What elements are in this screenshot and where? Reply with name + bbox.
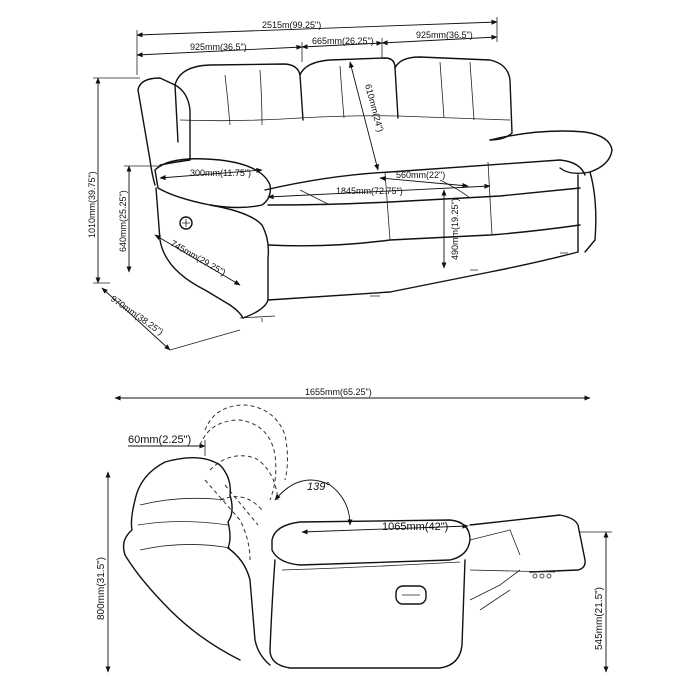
reclined-seat-label: 1065mm(42") [382,521,448,533]
recline-angle-label: 139° [307,481,330,493]
right-section-label: 925mm(36.5") [416,30,473,40]
middle-section-label: 665mm(26.25") [312,36,374,46]
seat-width-label: 1845mm(72.75") [336,186,403,196]
seat-depth-label: 560mm(22") [396,170,445,180]
overall-width-label: 2515m(99.25") [262,20,321,30]
middle-section-line [301,40,383,50]
right-section-line [381,34,498,46]
arm-height-label: 640mm(25.25") [118,190,128,252]
footrest-height-label: 545mm(21.5") [594,587,605,650]
overall-width-line [136,19,498,38]
side-height-label: 800mm(31.5") [96,557,107,620]
headrest-label: 60mm(2.25") [128,434,191,446]
arm-width-label: 300mm(11.75") [190,168,251,178]
overall-height-label: 1010mm(39.75") [87,171,97,238]
left-section-label: 925mm(36.5") [190,42,247,52]
left-section-line [136,44,303,58]
reclined-length-label: 1655mm(65.25") [305,387,372,397]
overall-depth-label: 970mm(38.25") [109,293,165,337]
seat-height-label: 490mm(19.25") [450,198,460,260]
sofa-front-view: 2515m(99.25") 925mm(36.5") 665mm(26.25")… [87,17,613,351]
sofa-side-view: 1655mm(65.25") 60mm(2.25") 139° 1065m [96,387,612,673]
